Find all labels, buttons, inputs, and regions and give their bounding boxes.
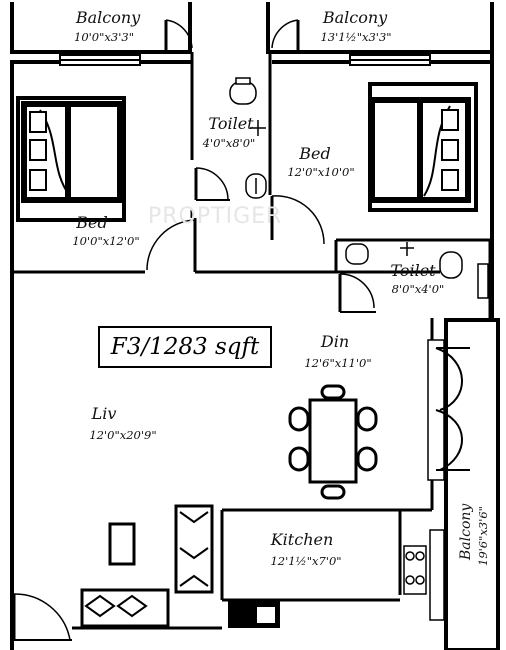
balcony-right-outline <box>266 2 494 66</box>
balcony-right-name: Balcony <box>322 8 388 27</box>
balcony-left-door <box>164 19 193 54</box>
toilet-top-door <box>194 167 230 201</box>
watermark: PROPTIGER <box>148 204 283 229</box>
living-name: Liv <box>91 404 117 423</box>
balcony-left-dims: 10'0"x3'3" <box>74 30 134 44</box>
bed-right-name: Bed <box>299 144 331 163</box>
balcony-left-outline <box>10 2 192 66</box>
living-sofa-set <box>80 504 214 628</box>
kitchen-name: Kitchen <box>270 530 334 549</box>
bed-left-dims: 10'0"x12'0" <box>72 234 140 248</box>
toilet-right-fixtures <box>345 242 489 299</box>
kitchen-dims: 12'1½"x7'0" <box>270 554 342 568</box>
balcony-right-dims: 13'1½"x3'3" <box>320 30 392 44</box>
bed-left-furniture <box>16 96 126 222</box>
dining-name: Din <box>320 332 350 351</box>
toilet-right-door <box>338 273 376 313</box>
balcony-left-name: Balcony <box>75 8 141 27</box>
balcony-side-name: Balcony <box>458 503 474 560</box>
bed-left-door <box>146 219 197 272</box>
balcony-side-outline <box>427 318 500 650</box>
living-dims: 12'0"x20'9" <box>89 428 157 442</box>
bed-right-furniture <box>368 82 478 212</box>
toilet-top-dims: 4'0"x8'0" <box>202 136 256 150</box>
exterior-walls <box>10 54 494 650</box>
bed-left-name: Bed <box>76 213 108 232</box>
toilet-right-dims: 8'0"x4'0" <box>391 282 445 296</box>
toilet-top-fixtures <box>229 77 267 199</box>
flat-area-label: F3/1283 sqft <box>98 326 272 368</box>
balcony-side-doors <box>435 347 470 471</box>
balcony-right-door <box>271 19 300 54</box>
dining-dims: 12'6"x11'0" <box>304 356 372 370</box>
entrance-door <box>12 593 72 641</box>
balcony-side-dims: 19'6"x3'6" <box>476 506 490 566</box>
bed-right-door <box>270 195 325 245</box>
dining-table <box>288 384 378 500</box>
bed-right-dims: 12'0"x10'0" <box>287 165 355 179</box>
toilet-right-name: Toilet <box>390 261 436 280</box>
flat-area-text: F3/1283 sqft <box>110 334 260 360</box>
toilet-top-name: Toilet <box>208 114 254 133</box>
kitchen-fixtures <box>228 545 427 628</box>
